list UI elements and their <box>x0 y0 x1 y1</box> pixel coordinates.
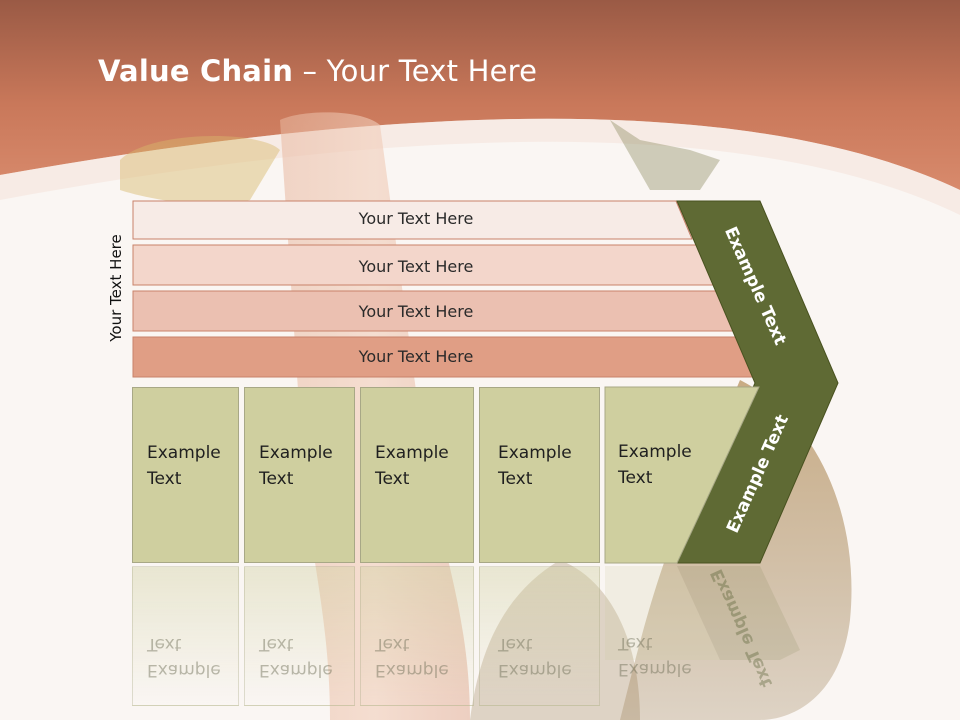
support-row-2-label: Your Text Here <box>358 257 474 276</box>
box-4-reflection-text: Example Text <box>498 631 572 683</box>
box-4-line-1: Example <box>498 443 572 463</box>
box-2-line-1: Example <box>259 443 333 463</box>
box-3-reflection: Example Text <box>360 566 474 706</box>
box-1-reflection-line-1: Example <box>147 660 221 680</box>
box-5-reflection-line-1: Example <box>618 659 692 679</box>
box-1-reflection: Example Text <box>132 566 239 706</box>
box-1-line-2: Text <box>147 469 182 489</box>
box-3-reflection-line-2: Text <box>375 634 410 654</box>
support-row-1 <box>132 200 693 240</box>
box-4-reflection: Example Text <box>479 566 600 706</box>
primary-activity-box-5-shape <box>604 386 760 564</box>
slide-title: Value Chain – Your Text Here <box>98 54 537 88</box>
title-regular-part: – Your Text Here <box>293 54 538 88</box>
box-3-reflection-line-1: Example <box>375 660 449 680</box>
box-2-line-2: Text <box>259 469 294 489</box>
support-row-1-label: Your Text Here <box>358 209 474 228</box>
support-row-3-label: Your Text Here <box>358 302 474 321</box>
chevron-reflection <box>677 566 800 660</box>
box-3-reflection-text: Example Text <box>375 631 449 683</box>
box-2-reflection-line-1: Example <box>259 660 333 680</box>
title-bold-part: Value Chain <box>98 54 294 88</box>
box-1-reflection-text: Example Text <box>147 631 221 683</box>
support-row-4-label: Your Text Here <box>358 347 474 366</box>
box-4-line-2: Text <box>498 469 533 489</box>
box-4-reflection-line-2: Text <box>498 634 533 654</box>
box-1-line-1: Example <box>147 443 221 463</box>
box-1-reflection-line-2: Text <box>147 634 182 654</box>
box-5-reflection-text: Example Text <box>618 630 692 682</box>
box-4-reflection-line-1: Example <box>498 660 572 680</box>
primary-box-5-reflection <box>605 566 720 660</box>
box-5-line-2: Text <box>618 468 653 488</box>
box-3-line-1: Example <box>375 443 449 463</box>
box-2-reflection: Example Text <box>244 566 355 706</box>
box-3-line-2: Text <box>375 469 410 489</box>
box-2-reflection-text: Example Text <box>259 631 333 683</box>
box-5-line-1: Example <box>618 442 692 462</box>
box-5-reflection-line-2: Text <box>618 633 653 653</box>
box-2-reflection-line-2: Text <box>259 634 294 654</box>
